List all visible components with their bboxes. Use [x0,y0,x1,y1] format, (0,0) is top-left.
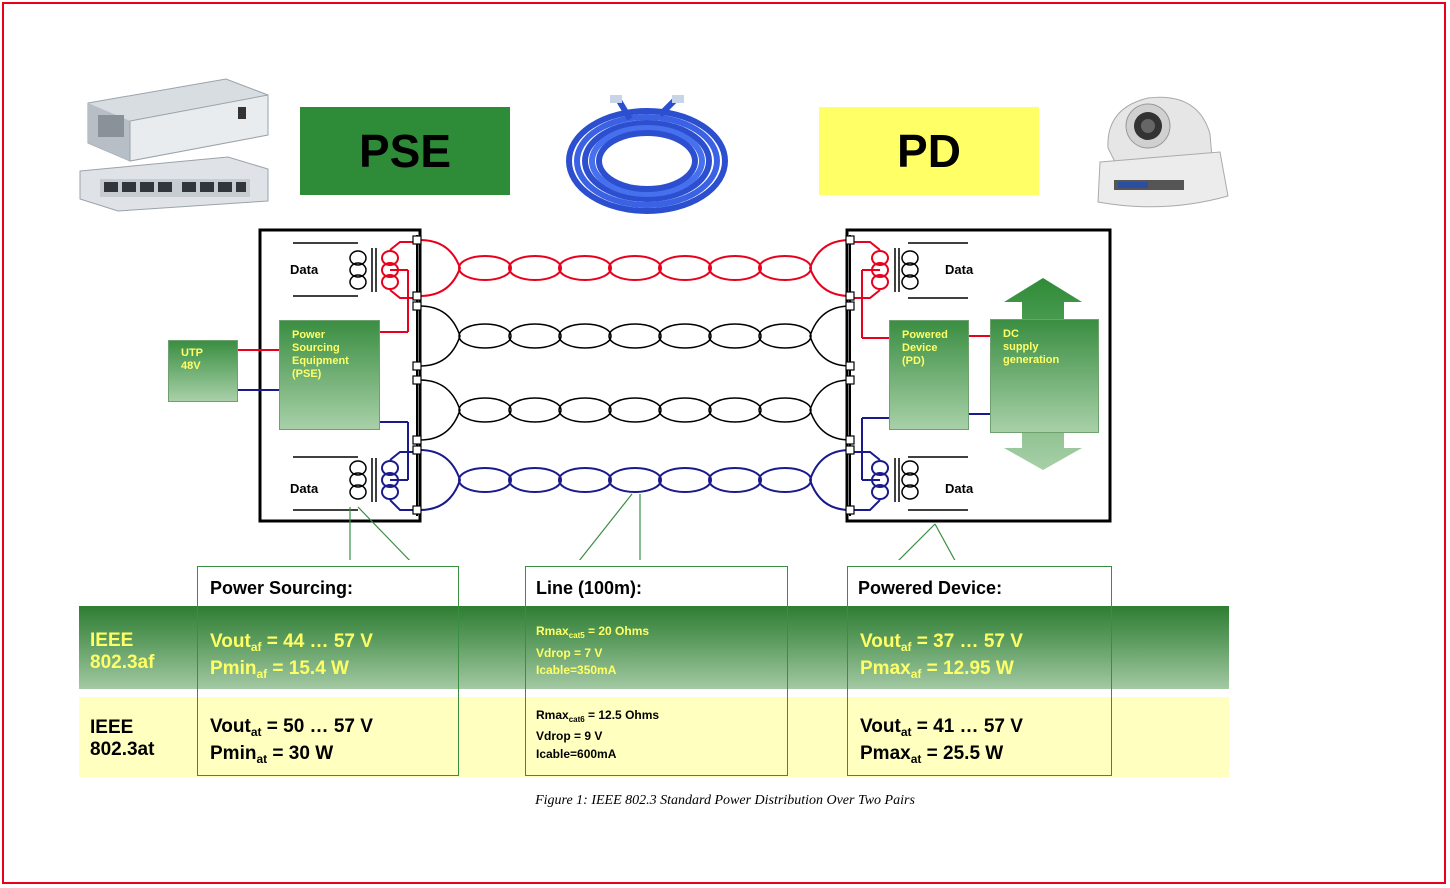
af-line-icable: Icable=350mA [536,663,617,677]
af-pd-pmax: Pmaxaf = 12.95 W [860,658,1014,681]
af-pse-vout: Voutaf = 44 … 57 V [210,631,373,654]
af-line-rmax: Rmaxcat5 = 20 Ohms [536,624,650,640]
af-pd-vout: Voutaf = 37 … 57 V [860,631,1023,654]
twisted-pair-3 [419,379,851,441]
dc-supply-box: DC supply generation [990,319,1099,433]
ip-camera-image [1097,96,1229,208]
figure-caption: Figure 1: IEEE 802.3 Standard Power Dist… [535,793,915,808]
power-sourcing-title: Power Sourcing: [210,578,354,598]
data-label-pse-bottom: Data [290,481,319,496]
ieee-802-3at-band [79,697,1229,777]
at-pd-vout: Voutat = 41 … 57 V [860,716,1023,739]
twisted-pair-1 [419,239,851,297]
line-title: Line (100m): [536,578,643,598]
pse-label: PSE [300,107,510,195]
at-pse-vout: Voutat = 50 … 57 V [210,716,373,739]
line-callout [525,566,788,776]
standard-802-3af: IEEE 802.3af [90,630,155,673]
pd-label: PD [819,107,1039,195]
twisted-pair-4 [419,449,851,511]
af-pse-pmin: Pminaf = 15.4 W [210,658,349,681]
power-sourcing-callout [197,566,459,776]
data-label-pse-top: Data [290,262,319,277]
utp-48v-box: UTP 48V [168,340,238,402]
standard-802-3at: IEEE 802.3at [90,717,155,760]
data-label-pd-top: Data [945,262,974,277]
at-pse-pmin: Pminat = 30 W [210,743,334,766]
powered-device-callout [847,566,1112,776]
at-line-icable: Icable=600mA [536,747,617,761]
powered-device-title: Powered Device: [858,578,1003,598]
af-line-vdrop: Vdrop = 7 V [536,646,603,660]
poe-circuit-diagram [238,228,1112,560]
pse-box: Power Sourcing Equipment (PSE) [279,320,380,430]
at-line-rmax: Rmaxcat6 = 12.5 Ohms [536,708,660,724]
at-pd-pmax: Pmaxat = 25.5 W [860,743,1004,766]
at-line-vdrop: Vdrop = 9 V [536,729,603,743]
data-label-pd-bottom: Data [945,481,974,496]
ieee-802-3af-band [79,606,1229,689]
ethernet-cable-image [566,95,728,214]
network-switch-image [79,78,269,212]
pd-box: Powered Device (PD) [889,320,969,430]
pse-top-transformer [293,242,377,297]
twisted-pair-2 [419,305,851,367]
